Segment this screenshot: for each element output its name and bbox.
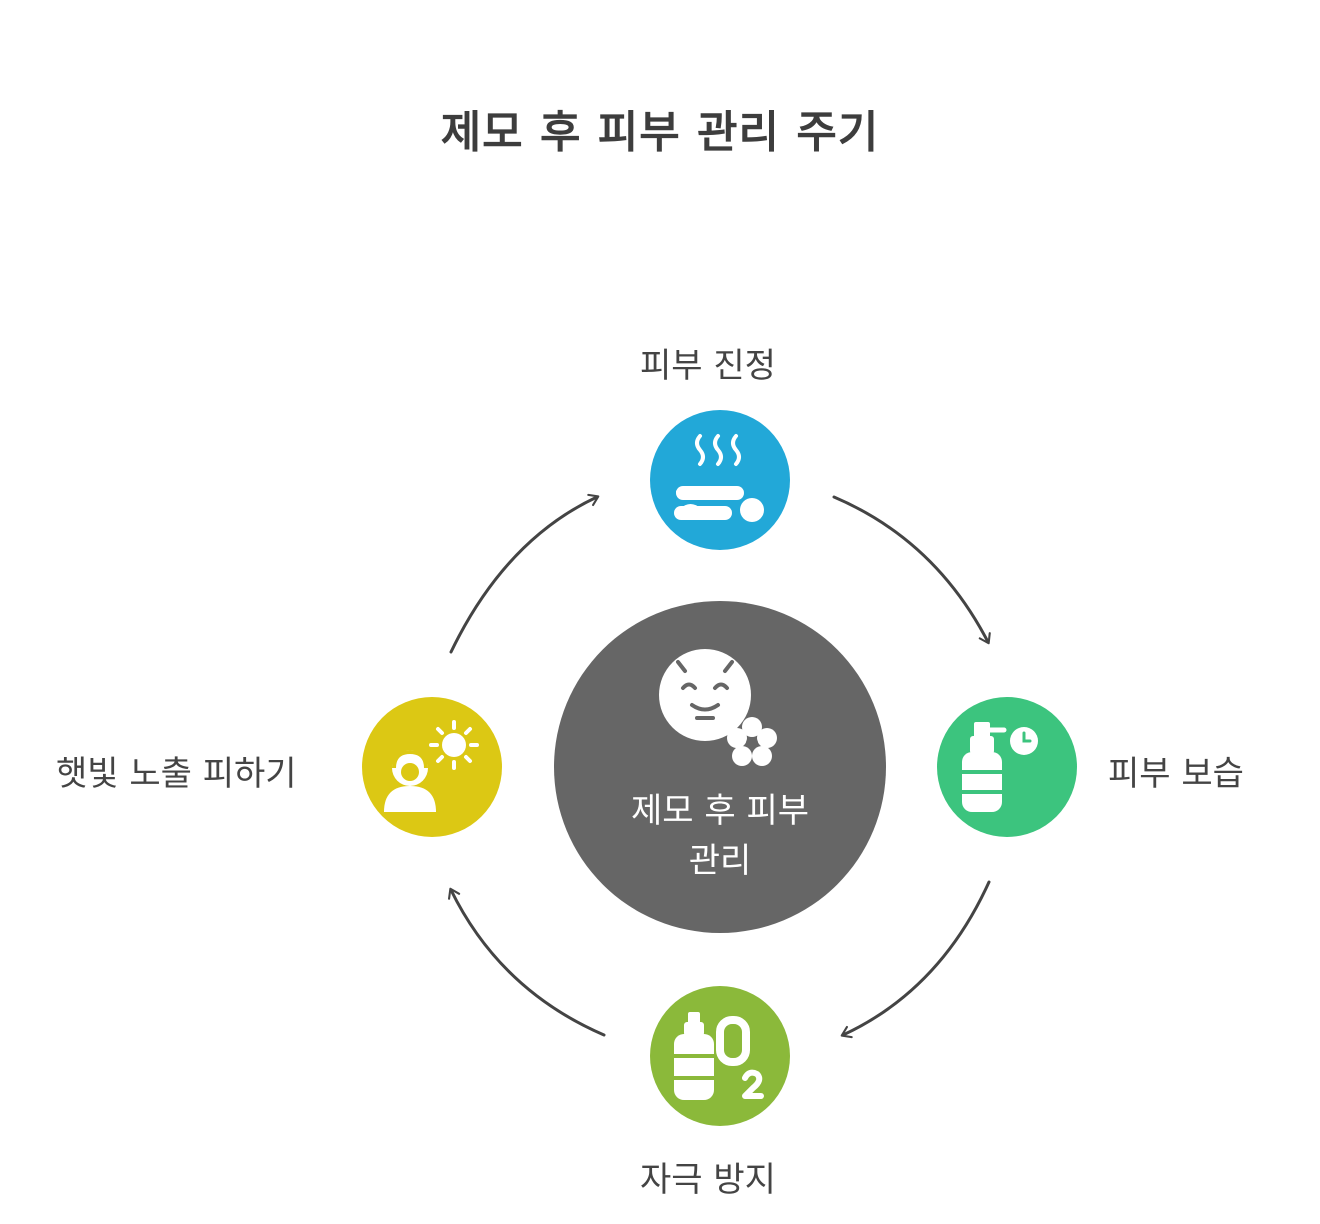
arrow-bottom-to-left [448,887,606,1037]
moisturizer-bottle-icon [962,722,1038,812]
node-left-circle [362,697,502,837]
node-top-circle [650,410,790,550]
center-label-line-1: 제모 후 피부 [630,791,809,831]
center-label: 제모 후 피부 관리 [560,786,880,886]
oxygen-tank-icon [674,1012,764,1100]
node-bottom-label: 자극 방지 [640,1160,776,1200]
page-title: 제모 후 피부 관리 주기 [440,107,880,158]
woman-sun-icon [384,720,479,812]
node-right-label: 피부 보습 [1108,754,1244,794]
arrow-right-to-bottom [840,880,991,1039]
center-label-line-2: 관리 [688,841,752,881]
node-left-label: 햇빛 노출 피하기 [56,754,297,794]
arrow-left-to-top [449,493,600,654]
arrow-top-to-right [832,495,991,645]
face-flower-icon [659,649,777,766]
node-top-label: 피부 진정 [640,346,776,386]
center-circle [554,601,886,933]
node-right-circle [937,697,1077,837]
